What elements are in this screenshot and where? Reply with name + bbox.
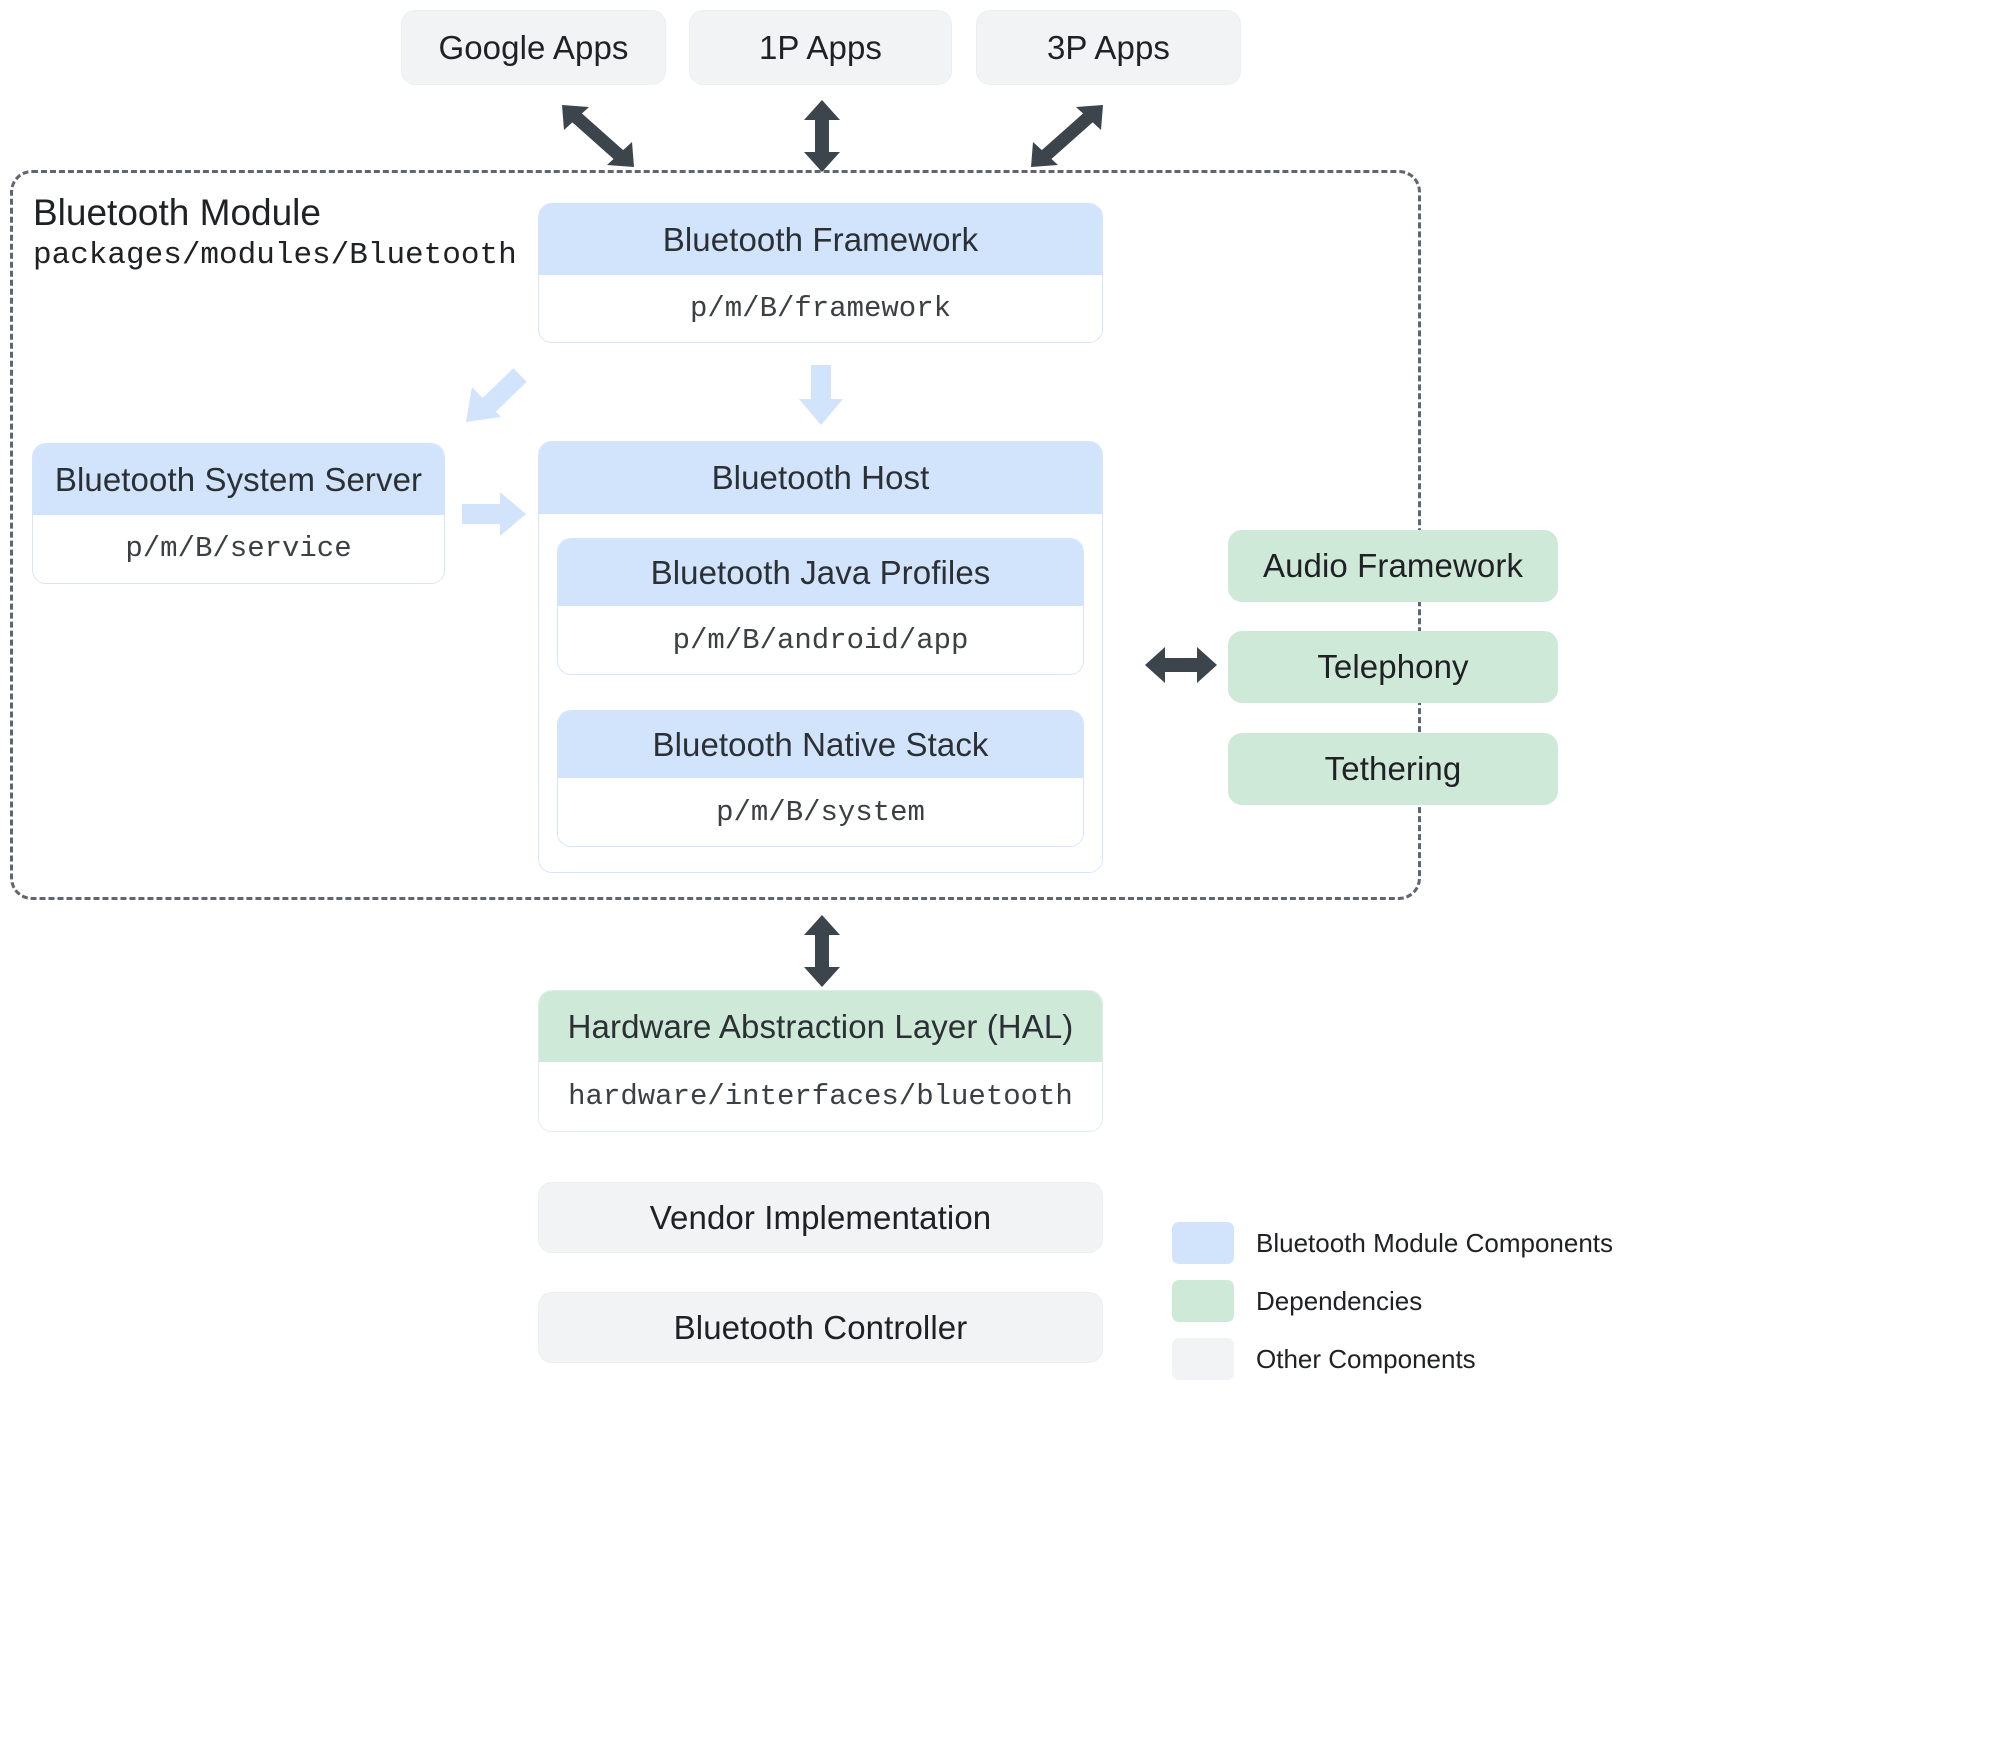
legend-label-dependencies: Dependencies [1256,1285,1423,1316]
arrow-third-party-apps-to-framework [1027,103,1107,169]
bluetooth-host-title: Bluetooth Host [539,442,1102,514]
dependency-box-tethering[interactable]: Tethering [1228,733,1558,805]
legend-row-dependencies: Dependencies [1172,1280,1613,1322]
bluetooth-controller-box[interactable]: Bluetooth Controller [538,1292,1103,1363]
dependency-box-telephony[interactable]: Telephony [1228,631,1558,703]
dependency-box-audio-framework-label: Audio Framework [1262,547,1524,585]
vendor-implementation-box[interactable]: Vendor Implementation [538,1182,1103,1253]
legend-row-module-components: Bluetooth Module Components [1172,1222,1613,1264]
app-box-first-party-apps-label: 1P Apps [758,28,883,66]
legend-label-module-components: Bluetooth Module Components [1256,1227,1614,1258]
bluetooth-framework-path: p/m/B/framework [539,274,1102,342]
legend-swatch-green [1172,1280,1234,1322]
bluetooth-native-stack-path: p/m/B/system [558,778,1083,846]
hal-box[interactable]: Hardware Abstraction Layer (HAL) hardwar… [538,990,1103,1132]
bluetooth-java-profiles-box[interactable]: Bluetooth Java Profiles p/m/B/android/ap… [557,538,1084,675]
legend-row-other-components: Other Components [1172,1338,1613,1380]
app-box-google-apps[interactable]: Google Apps [401,10,666,85]
app-box-first-party-apps[interactable]: 1P Apps [689,10,952,85]
bluetooth-native-stack-box[interactable]: Bluetooth Native Stack p/m/B/system [557,710,1084,847]
bluetooth-module-path: packages/modules/Bluetooth [33,238,517,273]
arrow-google-apps-to-framework [558,103,638,169]
arrow-host-to-system-server [462,365,532,427]
legend-label-other-components: Other Components [1256,1343,1476,1374]
app-box-google-apps-label: Google Apps [438,28,629,66]
arrow-first-party-apps-to-framework [802,100,842,172]
arrow-module-to-hal [802,915,842,987]
arrow-framework-to-host [795,365,847,427]
dependency-box-audio-framework[interactable]: Audio Framework [1228,530,1558,602]
bluetooth-java-profiles-title: Bluetooth Java Profiles [558,539,1083,606]
arrow-system-server-to-host [462,490,528,538]
bluetooth-system-server-title: Bluetooth System Server [33,444,444,515]
dependency-box-tethering-label: Tethering [1324,750,1462,788]
bluetooth-module-title: Bluetooth Module [33,192,321,233]
hal-title: Hardware Abstraction Layer (HAL) [539,991,1102,1062]
app-box-third-party-apps-label: 3P Apps [1046,28,1171,66]
vendor-implementation-label: Vendor Implementation [649,1198,992,1236]
bluetooth-system-server-path: p/m/B/service [33,514,444,583]
arrow-module-to-dependencies [1145,644,1217,686]
bluetooth-java-profiles-path: p/m/B/android/app [558,606,1083,674]
hal-path: hardware/interfaces/bluetooth [539,1061,1102,1131]
bluetooth-controller-label: Bluetooth Controller [673,1308,968,1346]
bluetooth-system-server-box[interactable]: Bluetooth System Server p/m/B/service [32,443,445,584]
dependency-box-telephony-label: Telephony [1317,648,1469,686]
bluetooth-framework-title: Bluetooth Framework [539,204,1102,275]
legend-swatch-grey [1172,1338,1234,1380]
legend-swatch-blue [1172,1222,1234,1264]
legend: Bluetooth Module Components Dependencies… [1172,1222,1613,1396]
bluetooth-native-stack-title: Bluetooth Native Stack [558,711,1083,778]
app-box-third-party-apps[interactable]: 3P Apps [976,10,1241,85]
bluetooth-framework-box[interactable]: Bluetooth Framework p/m/B/framework [538,203,1103,343]
